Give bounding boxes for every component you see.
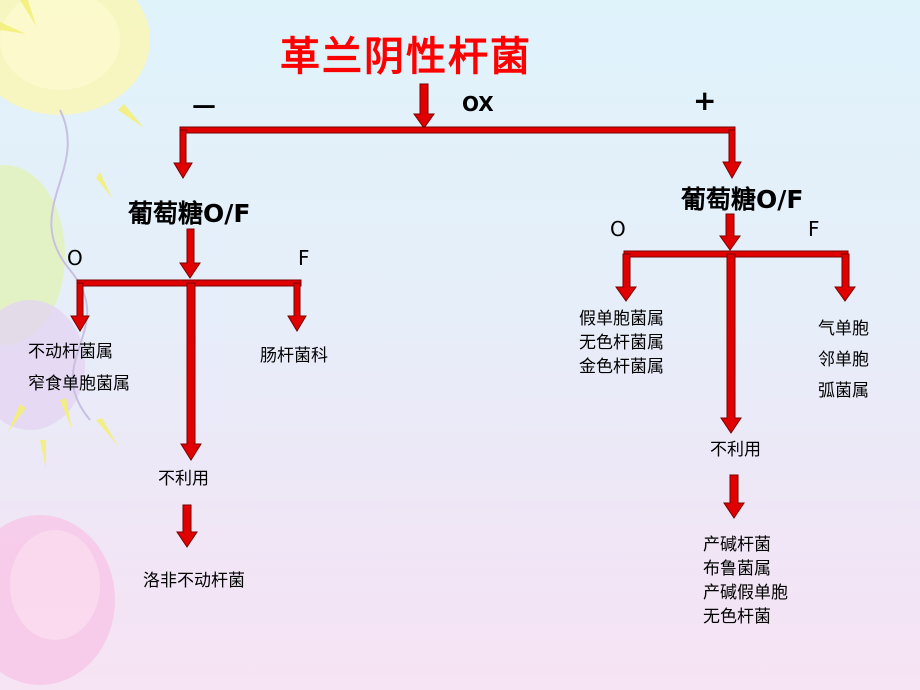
list-item: 产碱杆菌	[703, 535, 771, 555]
arrow-right-f	[834, 253, 856, 302]
right-glucose-of-label: 葡萄糖O/F	[681, 185, 804, 214]
sparkle-rays	[0, 0, 144, 470]
left-o-label: O	[67, 246, 83, 270]
diagram-title: 革兰阴性杆菌	[280, 34, 532, 80]
left-f-label: F	[298, 246, 310, 270]
negative-sign: －	[190, 91, 219, 124]
arrow-right-notuse-down	[723, 474, 745, 519]
arrow-left-branch	[173, 129, 193, 179]
arrow-right-center	[720, 253, 742, 434]
right-not-utilized-result-list: 产碱杆菌 布鲁菌属 产碱假单胞 无色杆菌	[703, 533, 788, 629]
list-item: 金色杆菌属	[579, 357, 664, 377]
right-f-result-list: 气单胞 邻单胞 弧菌属	[818, 314, 869, 407]
list-item: 不动杆菌属	[28, 342, 113, 362]
list-item: 邻单胞	[818, 350, 869, 370]
arrow-left-f	[287, 282, 307, 332]
arrow-left-center	[180, 282, 202, 461]
arrow-right-o	[615, 253, 637, 302]
arrow-right-branch	[722, 129, 742, 180]
list-item: 无色杆菌	[703, 607, 771, 627]
list-item: 弧菌属	[818, 381, 869, 401]
list-item: 气单胞	[818, 319, 869, 339]
positive-sign: +	[693, 84, 717, 117]
arrow-left-o	[70, 282, 90, 332]
right-o-label: O	[610, 217, 626, 241]
left-f-result: 肠杆菌科	[260, 346, 328, 366]
arrow-left-notuse-down	[176, 504, 198, 548]
bar-root	[179, 126, 736, 134]
right-f-label: F	[808, 217, 820, 241]
balloon-pink	[0, 515, 115, 685]
arrow-left-glucose-down	[179, 228, 201, 279]
left-glucose-of-label: 葡萄糖O/F	[128, 199, 251, 228]
list-item: 产碱假单胞	[703, 583, 788, 603]
bar-right	[623, 250, 849, 258]
list-item: 无色杆菌属	[579, 333, 664, 353]
balloon-purple	[0, 300, 85, 430]
right-not-utilized-label: 不利用	[710, 440, 761, 460]
arrow-root-down	[413, 83, 435, 129]
arrow-right-glucose-down	[719, 213, 741, 251]
balloon-string	[50, 109, 91, 421]
balloon-green	[0, 165, 65, 345]
right-o-result-list: 假单胞菌属 无色杆菌属 金色杆菌属	[579, 307, 664, 379]
left-o-result-list: 不动杆菌属 窄食单胞菌属	[28, 336, 130, 400]
oxidase-test-label: OX	[462, 92, 494, 116]
list-item: 布鲁菌属	[703, 559, 771, 579]
left-not-utilized-result: 洛非不动杆菌	[143, 571, 245, 591]
left-not-utilized-label: 不利用	[158, 469, 209, 489]
balloon-yellow	[0, 0, 150, 115]
list-item: 假单胞菌属	[579, 309, 664, 329]
list-item: 窄食单胞菌属	[28, 374, 130, 394]
